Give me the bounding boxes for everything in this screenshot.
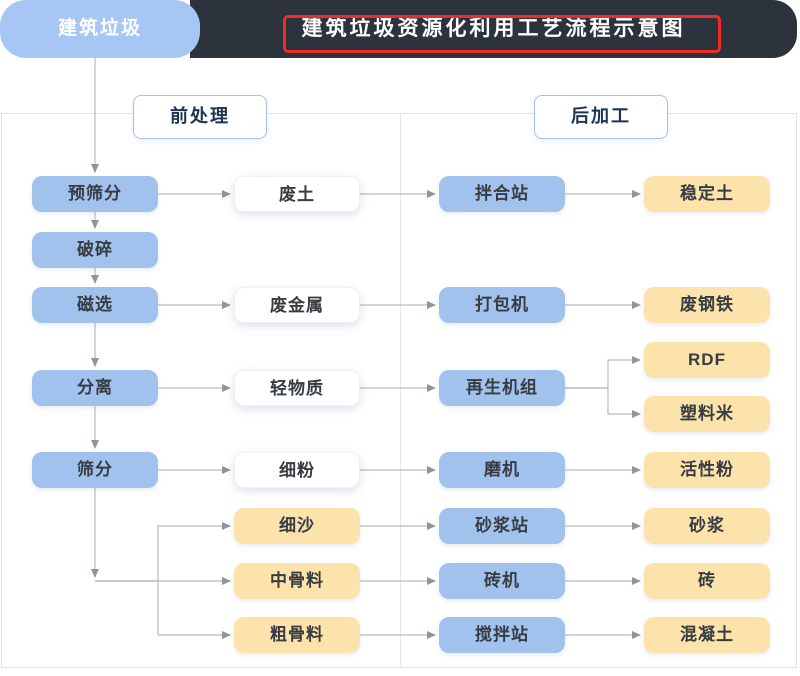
flow-node-pre_screen: 预筛分 <box>32 176 158 212</box>
flow-node-light_material: 轻物质 <box>234 370 360 406</box>
flow-node-waste_metal: 废金属 <box>234 287 360 323</box>
flow-node-waste_soil: 废土 <box>234 176 360 212</box>
flow-node-magnetic: 磁选 <box>32 287 158 323</box>
flow-node-fine_powder: 细粉 <box>234 452 360 488</box>
section-label-pre: 前处理 <box>133 95 267 139</box>
section-divider <box>400 114 401 667</box>
flow-node-concrete_station: 搅拌站 <box>439 617 565 653</box>
flow-node-fine_sand: 细沙 <box>234 508 360 544</box>
section-label-post: 后加工 <box>534 95 668 139</box>
diagram-title: 建筑垃圾资源化利用工艺流程示意图 <box>301 17 686 40</box>
flow-node-plastic_pellets: 塑料米 <box>644 396 770 432</box>
header-bar <box>190 0 797 58</box>
flow-node-waste_steel: 废钢铁 <box>644 287 770 323</box>
flow-node-rdf: RDF <box>644 342 770 378</box>
flow-node-active_powder: 活性粉 <box>644 452 770 488</box>
flow-node-coarse_aggregate: 粗骨料 <box>234 617 360 653</box>
flow-node-brick_machine: 砖机 <box>439 563 565 599</box>
flow-node-mixing_station: 拌合站 <box>439 176 565 212</box>
flow-node-medium_aggregate: 中骨料 <box>234 563 360 599</box>
flow-node-stabilized_soil: 稳定土 <box>644 176 770 212</box>
flow-node-mortar_station: 砂浆站 <box>439 508 565 544</box>
flow-node-regen_unit: 再生机组 <box>439 370 565 406</box>
flow-node-crush: 破碎 <box>32 232 158 268</box>
flow-node-baler: 打包机 <box>439 287 565 323</box>
flow-panel <box>1 113 797 668</box>
flow-node-concrete: 混凝土 <box>644 617 770 653</box>
flow-node-mortar: 砂浆 <box>644 508 770 544</box>
title-highlight-box <box>283 15 721 53</box>
flow-node-screen: 筛分 <box>32 452 158 488</box>
flow-node-mill: 磨机 <box>439 452 565 488</box>
source-tab: 建筑垃圾 <box>0 0 200 58</box>
flow-node-separate: 分离 <box>32 370 158 406</box>
flow-node-brick: 砖 <box>644 563 770 599</box>
